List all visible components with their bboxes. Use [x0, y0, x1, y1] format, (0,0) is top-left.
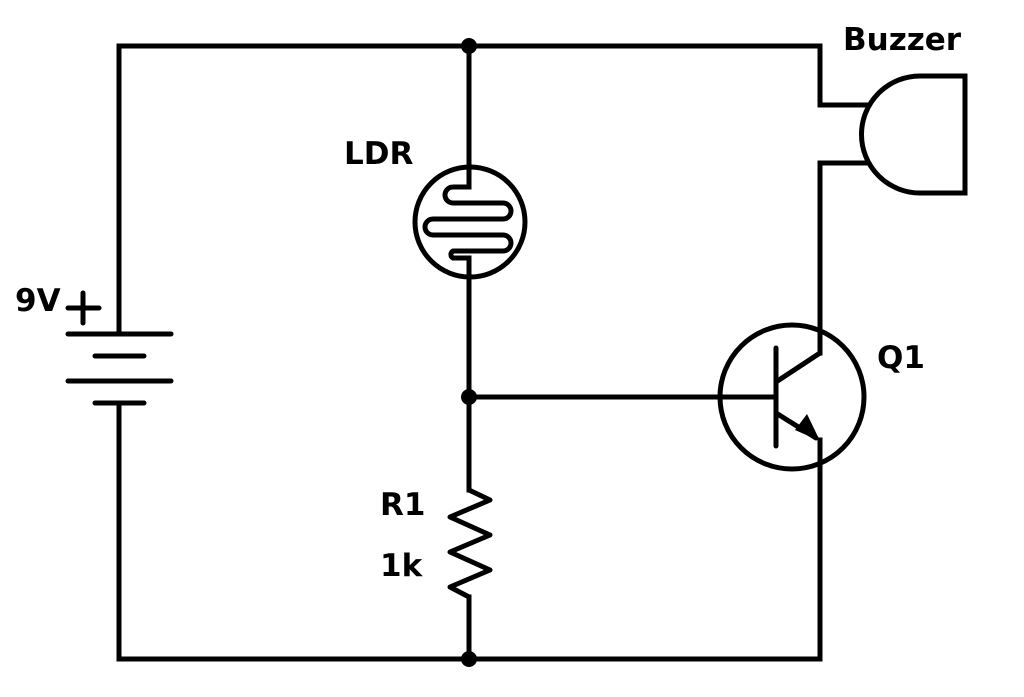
transistor-circle	[717, 322, 867, 472]
top-rail-wire	[116, 43, 870, 337]
buzzer-label: Buzzer	[843, 22, 962, 58]
ldr-label: LDR	[344, 136, 413, 172]
resistor-label: R1	[380, 487, 425, 523]
junction-dot-middle	[461, 389, 477, 405]
battery-label: 9V	[15, 283, 61, 319]
plus-icon	[65, 290, 102, 326]
emitter-arrow-icon	[795, 414, 820, 441]
resistor-value: 1k	[380, 548, 424, 584]
ldr-circle	[412, 164, 528, 280]
ldr-serpentine	[422, 184, 514, 261]
transistor-label: Q1	[877, 340, 925, 376]
junction-dot-bottom	[461, 651, 477, 667]
battery-symbol	[65, 290, 174, 406]
transistor-symbol	[717, 322, 867, 472]
resistor-symbol	[447, 487, 493, 600]
buzzer-collector-wire	[817, 160, 870, 356]
ldr-symbol	[412, 164, 528, 280]
buzzer-symbol	[859, 73, 968, 196]
transistor-collector	[773, 350, 823, 385]
junction-dot-top	[461, 38, 477, 54]
wires	[116, 43, 870, 662]
